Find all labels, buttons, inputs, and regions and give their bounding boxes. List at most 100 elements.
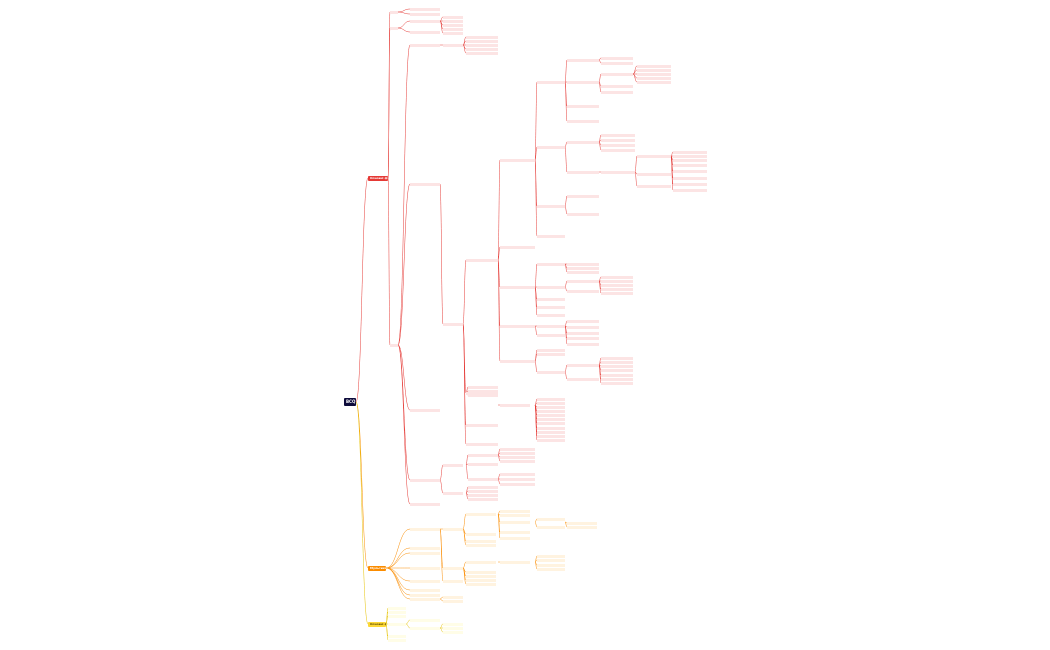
branch-node[interactable] [466, 442, 498, 446]
branch-node[interactable] [468, 497, 498, 501]
branch-node[interactable] [443, 19, 463, 23]
branch-node[interactable] [567, 80, 599, 84]
branch-node[interactable] [390, 10, 398, 14]
branch-node[interactable] [500, 477, 535, 481]
branch-node[interactable] [466, 391, 498, 395]
branch-node[interactable] [388, 622, 406, 626]
branch-node[interactable] [537, 567, 565, 571]
branch-node[interactable] [673, 188, 707, 192]
branch-node[interactable] [567, 289, 599, 293]
branch-node[interactable] [601, 138, 635, 142]
branch-node[interactable] [466, 258, 498, 262]
branch-node[interactable] [388, 614, 406, 618]
branch-node[interactable] [537, 348, 565, 352]
branch-node[interactable] [537, 234, 565, 238]
branch-node[interactable] [601, 206, 605, 209]
branch-node[interactable] [601, 148, 635, 152]
branch-node[interactable] [601, 287, 633, 291]
branch-node[interactable] [637, 184, 671, 188]
branch-node[interactable] [637, 172, 671, 176]
branch-node[interactable] [443, 43, 463, 47]
branch-node[interactable] [637, 68, 671, 72]
branch-node[interactable] [537, 80, 565, 84]
root-node[interactable]: BCQ [344, 398, 356, 406]
branch-node[interactable] [567, 270, 599, 274]
branch-node[interactable] [537, 409, 565, 413]
branch-node[interactable] [601, 84, 633, 88]
branch-node[interactable] [388, 634, 406, 638]
branch-node[interactable] [500, 451, 535, 455]
branch-node[interactable] [537, 438, 565, 442]
branch-node[interactable] [443, 491, 463, 495]
branch-node[interactable] [410, 593, 440, 597]
branch-node[interactable] [673, 182, 707, 186]
branch-node[interactable] [500, 472, 535, 476]
branch-node[interactable] [567, 194, 599, 198]
branch-node[interactable] [410, 566, 440, 570]
branch-node[interactable] [537, 285, 565, 289]
branch-node[interactable] [567, 104, 599, 108]
branch-node[interactable] [410, 502, 440, 506]
branch-node[interactable] [468, 477, 498, 481]
branch-node[interactable] [601, 368, 633, 372]
branch-node[interactable] [466, 543, 496, 547]
branch-node[interactable] [466, 51, 498, 55]
branch-node[interactable] [410, 546, 440, 550]
branch-node[interactable] [410, 588, 440, 592]
branch-node[interactable] [637, 76, 671, 80]
branch-node[interactable] [537, 204, 565, 208]
branch-node[interactable] [567, 279, 599, 283]
branch-node[interactable] [567, 58, 599, 62]
branch-node[interactable] [601, 133, 635, 137]
branch-node[interactable] [468, 389, 498, 393]
branch-node[interactable] [567, 319, 599, 323]
branch-node[interactable] [537, 563, 565, 567]
branch-node[interactable] [537, 333, 565, 337]
branch-node[interactable] [601, 360, 633, 364]
branch-node[interactable] [500, 536, 530, 540]
branch-node[interactable] [468, 462, 498, 466]
branch-node[interactable] [537, 145, 565, 149]
branch-node[interactable] [468, 493, 498, 497]
branch-node[interactable] [410, 7, 440, 11]
branch-node[interactable] [567, 170, 599, 174]
branch-node[interactable] [443, 630, 463, 634]
branch-node[interactable] [443, 322, 463, 326]
branch-node[interactable] [500, 285, 535, 289]
branch-node[interactable] [601, 291, 633, 295]
branch-node[interactable] [410, 30, 440, 34]
branch-node[interactable] [500, 513, 530, 517]
branch-node[interactable] [601, 191, 605, 194]
branch-node[interactable] [567, 331, 599, 335]
branch-node[interactable] [443, 31, 463, 35]
branch-node[interactable] [466, 574, 496, 578]
branch-node[interactable] [567, 521, 597, 525]
branch-node[interactable] [410, 551, 440, 555]
branch-node[interactable] [673, 150, 707, 154]
branch-node[interactable] [410, 478, 440, 482]
branch-node[interactable] [466, 578, 496, 582]
branch-node[interactable] [673, 158, 707, 162]
branch-node[interactable] [601, 283, 633, 287]
branch-node[interactable] [466, 43, 498, 47]
branch-node[interactable] [537, 421, 565, 425]
branch-node[interactable] [466, 423, 498, 427]
branch-node[interactable] [537, 352, 565, 356]
category-node-red[interactable]: Основні функції [368, 176, 388, 181]
branch-node[interactable] [410, 618, 440, 622]
branch-node[interactable] [466, 35, 498, 39]
branch-node[interactable] [388, 610, 406, 614]
branch-node[interactable] [537, 401, 565, 405]
branch-node[interactable] [673, 163, 707, 167]
branch-node[interactable] [443, 579, 463, 583]
category-node-orange[interactable]: Мультиканальні [368, 566, 386, 571]
branch-node[interactable] [500, 509, 530, 513]
branch-node[interactable] [673, 169, 707, 173]
branch-node[interactable] [601, 61, 633, 65]
branch-node[interactable] [537, 297, 565, 301]
branch-node[interactable] [443, 566, 463, 570]
branch-node[interactable] [537, 262, 565, 266]
branch-node[interactable] [637, 72, 671, 76]
branch-node[interactable] [537, 430, 565, 434]
branch-node[interactable] [567, 342, 599, 346]
